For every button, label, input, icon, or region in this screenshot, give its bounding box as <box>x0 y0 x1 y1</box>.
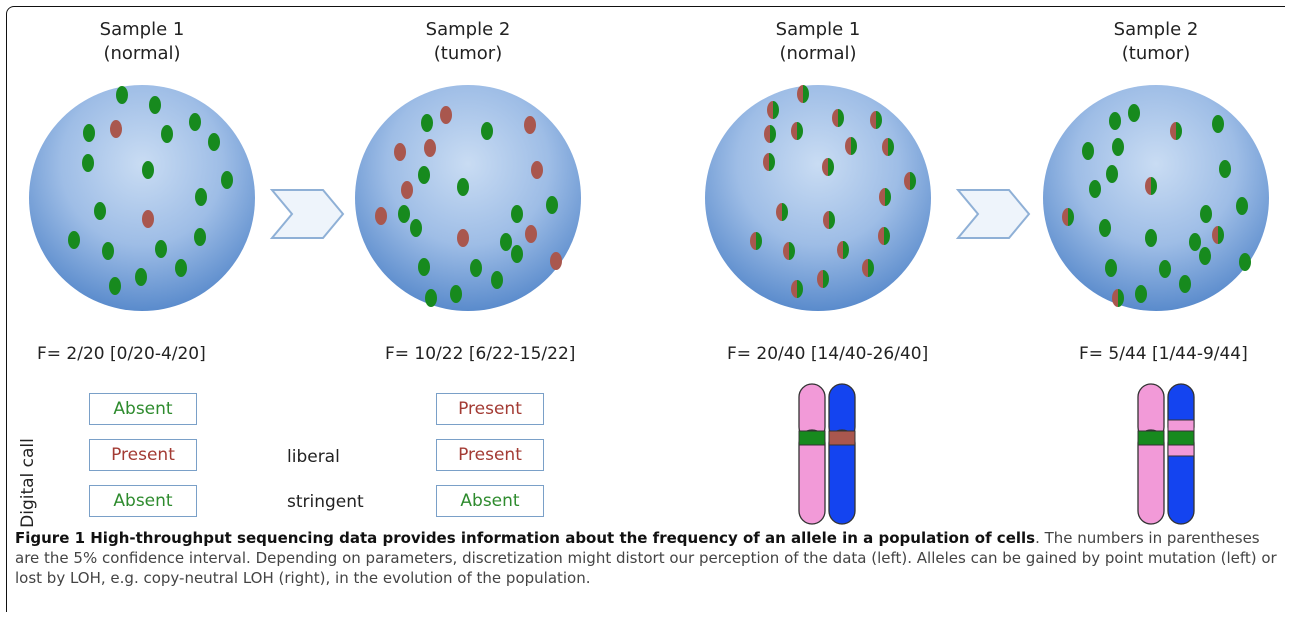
call-box-s2-stringent: Absent <box>436 485 544 517</box>
cell-population-1 <box>29 85 255 311</box>
panel-1-frequency: F= 2/20 [0/20-4/20] <box>37 344 206 364</box>
panel-2-frequency: F= 10/22 [6/22-15/22] <box>385 344 576 364</box>
figure-frame <box>6 6 1285 612</box>
mode-liberal: liberal <box>287 447 340 467</box>
panel-4-title: Sample 2 (tumor) <box>1086 18 1226 66</box>
mode-stringent: stringent <box>287 492 364 512</box>
alleles-panel-1 <box>68 86 233 295</box>
cell-population-2 <box>355 85 581 311</box>
panel-3-subtitle: (normal) <box>779 43 857 64</box>
panel-2-title: Sample 2 (tumor) <box>398 18 538 66</box>
panel-2-title-text: Sample 2 <box>425 19 511 40</box>
call-box-s1-default: Absent <box>89 393 197 425</box>
panel-3-title: Sample 1 (normal) <box>748 18 888 66</box>
call-box-s1-liberal: Present <box>89 439 197 471</box>
chromosome-pair-tumor <box>1137 383 1195 525</box>
chevron-arrow-icon-right <box>955 189 1031 239</box>
panel-1-subtitle: (normal) <box>103 43 181 64</box>
cell-population-4 <box>1043 85 1269 311</box>
chevron-arrow-icon-left <box>269 189 345 239</box>
alleles-panel-2 <box>375 106 562 307</box>
panel-4-subtitle: (tumor) <box>1121 43 1191 64</box>
caption-title: Figure 1 High-throughput sequencing data… <box>15 529 1036 547</box>
panel-4-frequency: F= 5/44 [1/44-9/44] <box>1079 344 1248 364</box>
alleles-panel-3 <box>750 85 916 298</box>
panel-3-frequency: F= 20/40 [14/40-26/40] <box>727 344 929 364</box>
alleles-panel-4 <box>1062 104 1251 307</box>
panel-1-title: Sample 1 (normal) <box>72 18 212 66</box>
figure-caption: Figure 1 High-throughput sequencing data… <box>15 528 1277 588</box>
panel-2-subtitle: (tumor) <box>433 43 503 64</box>
chromosome-pair-normal <box>798 383 856 525</box>
panel-3-title-text: Sample 1 <box>775 19 861 40</box>
panel-4-title-text: Sample 2 <box>1113 19 1199 40</box>
call-box-s2-liberal: Present <box>436 439 544 471</box>
caption-body: . The numbers in parentheses are the 5% … <box>15 529 1277 587</box>
call-box-s1-stringent: Absent <box>89 485 197 517</box>
cell-population-3 <box>705 85 931 311</box>
panel-1-title-text: Sample 1 <box>99 19 185 40</box>
call-box-s2-default: Present <box>436 393 544 425</box>
